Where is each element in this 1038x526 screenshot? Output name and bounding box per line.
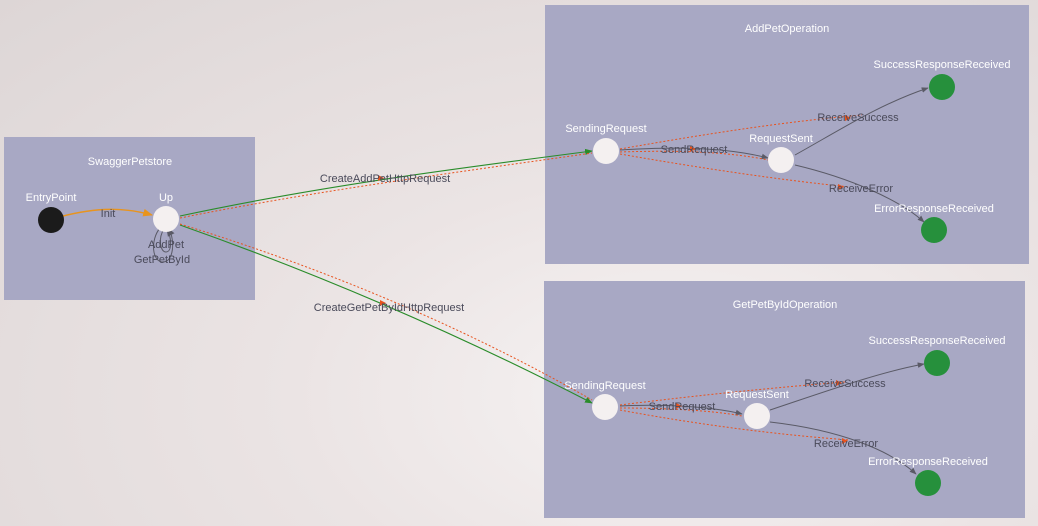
node-entrypoint[interactable]: EntryPoint xyxy=(26,192,77,233)
node-up[interactable]: Up xyxy=(153,192,179,232)
edge-get-receivesuccess[interactable] xyxy=(769,362,925,411)
node-label-add-requestsent: RequestSent xyxy=(749,133,813,145)
edge-label-createaddpethttprequest: CreateAddPetHttpRequest xyxy=(320,173,450,185)
edge-create-addpet-dotted xyxy=(179,152,593,219)
group-getpetbyidoperation[interactable]: GetPetByIdOperation xyxy=(544,281,1025,518)
node-add-errorresponsereceived[interactable]: ErrorResponseReceived xyxy=(874,203,994,243)
edge-label-add-sendrequest: SendRequest xyxy=(661,144,728,156)
edge-label-get-sendrequest: SendRequest xyxy=(649,401,716,413)
edge-label-init: Init xyxy=(101,208,116,220)
node-label-get-sendingrequest: SendingRequest xyxy=(564,380,645,392)
node-label-up: Up xyxy=(159,192,173,204)
group-addpetoperation[interactable]: AddPetOperation xyxy=(545,5,1029,264)
node-add-sendingrequest[interactable]: SendingRequest xyxy=(565,123,647,164)
node-add-requestsent[interactable]: RequestSent xyxy=(749,133,813,173)
edge-add-receivesuccess[interactable] xyxy=(794,87,929,156)
edge-add-receiveerror-dotted xyxy=(619,153,851,188)
edge-add-receivesuccess-dotted xyxy=(619,114,863,150)
node-get-sendingrequest[interactable]: SendingRequest xyxy=(564,380,646,420)
edge-label-get-receivesuccess: ReceiveSuccess xyxy=(804,378,886,390)
group-title-addpetoperation: AddPetOperation xyxy=(745,23,829,35)
edge-label-addpet: AddPet xyxy=(148,239,184,251)
edge-label-add-receivesuccess: ReceiveSuccess xyxy=(817,112,899,124)
edge-label-creategetpetbyidhttprequest: CreateGetPetByIdHttpRequest xyxy=(314,302,464,314)
dotted-arrowheads xyxy=(378,115,851,444)
edge-add-receiveerror[interactable] xyxy=(794,164,925,223)
edge-get-receiveerror-dotted xyxy=(619,409,851,441)
edge-add-sendrequest-dotted xyxy=(619,150,769,161)
node-label-add-sendingrequest: SendingRequest xyxy=(565,123,646,135)
node-add-successresponsereceived[interactable]: SuccessResponseReceived xyxy=(874,59,1011,100)
node-get-requestsent[interactable]: RequestSent xyxy=(725,389,789,429)
edge-create-getpet[interactable] xyxy=(179,224,593,404)
edge-label-getpetbyid: GetPetById xyxy=(134,254,190,266)
edge-create-addpet[interactable] xyxy=(179,148,593,217)
node-label-add-successresponsereceived: SuccessResponseReceived xyxy=(874,59,1011,71)
edge-label-add-receiveerror: ReceiveError xyxy=(829,183,894,195)
node-label-add-errorresponsereceived: ErrorResponseReceived xyxy=(874,203,994,215)
node-get-successresponsereceived[interactable]: SuccessResponseReceived xyxy=(869,335,1006,376)
edge-label-get-receiveerror: ReceiveError xyxy=(814,438,879,450)
node-label-get-successresponsereceived: SuccessResponseReceived xyxy=(869,335,1006,347)
node-label-get-errorresponsereceived: ErrorResponseReceived xyxy=(868,456,988,468)
node-label-get-requestsent: RequestSent xyxy=(725,389,789,401)
edge-init[interactable] xyxy=(51,208,153,220)
edge-get-sendrequest[interactable] xyxy=(619,404,743,416)
edge-get-receiveerror[interactable] xyxy=(769,421,917,475)
edge-get-receivesuccess-dotted xyxy=(619,381,846,406)
node-label-entrypoint: EntryPoint xyxy=(26,192,77,204)
edge-addpet-self[interactable] xyxy=(153,227,175,263)
edge-getpetbyid-self[interactable] xyxy=(159,228,173,253)
edge-get-sendrequest-dotted xyxy=(619,407,743,417)
group-title-getpetbyidoperation: GetPetByIdOperation xyxy=(733,299,838,311)
node-get-errorresponsereceived[interactable]: ErrorResponseReceived xyxy=(868,456,988,496)
edge-add-sendrequest[interactable] xyxy=(619,147,769,160)
group-title-swaggerpetstore: SwaggerPetstore xyxy=(88,156,172,168)
